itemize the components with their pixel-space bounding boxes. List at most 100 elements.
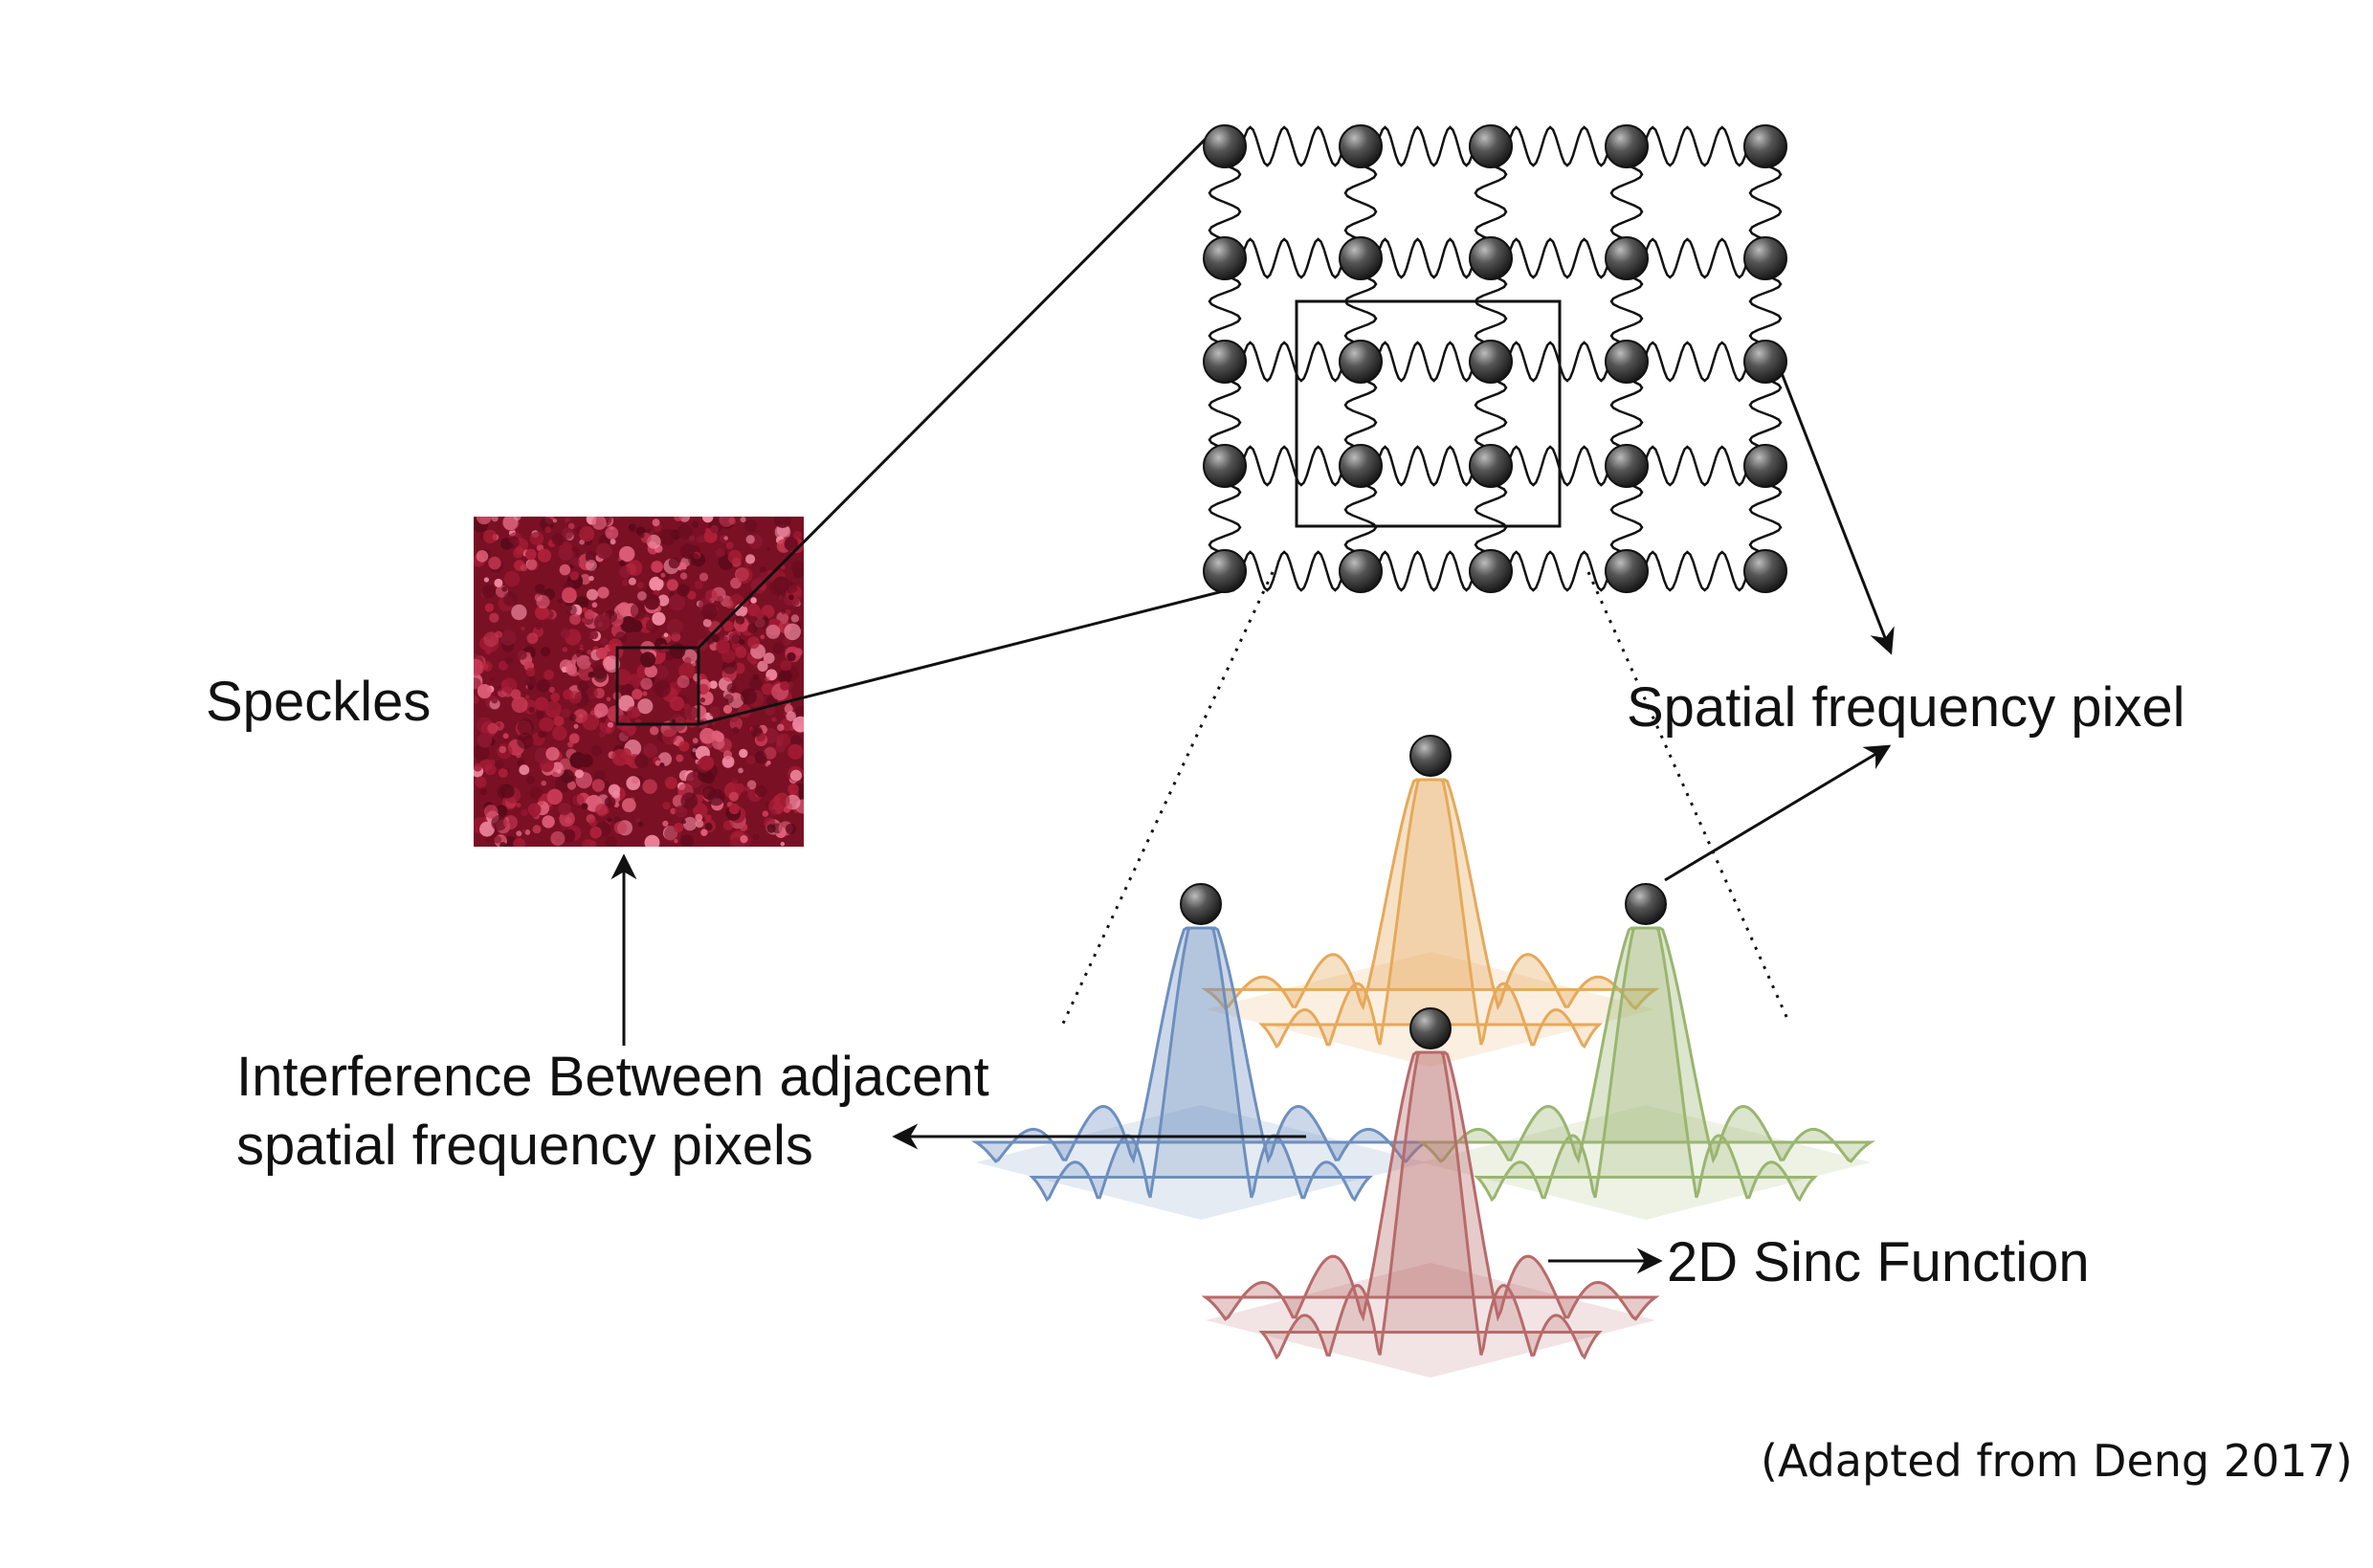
speckle-dot [597, 586, 610, 599]
speckle-dot [517, 718, 534, 736]
speckle-dot [588, 634, 594, 640]
speckle-dot [764, 746, 777, 760]
lattice-node [1339, 444, 1383, 488]
speckle-dot [558, 802, 571, 816]
speckle-dot [608, 638, 623, 652]
speckle-dot [664, 776, 677, 789]
speckle-dot [635, 818, 641, 823]
speckle-dot [595, 647, 608, 659]
speckle-dot [682, 816, 698, 831]
speckle-dot [786, 711, 796, 721]
speckle-dot [757, 694, 763, 699]
speckle-dot [570, 557, 581, 567]
dotted-line-left [1060, 571, 1275, 1027]
speckle-dot [755, 609, 765, 620]
speckle-dot [479, 664, 484, 669]
speckle-dot [788, 594, 794, 601]
speckle-dot [743, 785, 750, 792]
speckle-dot [611, 748, 629, 766]
lattice-node [1203, 444, 1247, 488]
speckle-dot [654, 760, 661, 766]
lattice-node [1469, 340, 1513, 384]
speckle-dot [500, 784, 515, 799]
sinc-function-label: 2D Sinc Function [1667, 1231, 2090, 1293]
speckle-dot [752, 674, 759, 680]
speckle-dot [692, 747, 697, 753]
speckles-label: Speckles [206, 671, 432, 733]
speckle-dot [761, 682, 774, 696]
speckle-dot [776, 740, 783, 747]
speckle-dot [520, 563, 528, 572]
speckle-dot [785, 608, 791, 615]
speckle-dot [476, 517, 492, 525]
speckle-dot [702, 618, 712, 628]
speckle-dot [516, 803, 521, 808]
speckle-dot [535, 606, 549, 620]
speckle-dot [483, 805, 499, 819]
speckle-dot [544, 526, 552, 533]
speckle-dot [729, 837, 743, 847]
speckle-dot [494, 578, 503, 587]
speckle-dot [765, 762, 769, 767]
speckle-dot [521, 626, 525, 631]
speckle-dot [722, 820, 734, 831]
speckle-dot [722, 704, 733, 715]
spring-horizontal [1223, 550, 1363, 592]
speckle-dot [627, 560, 643, 576]
speckle-dot [701, 785, 717, 800]
interference-label-line1: Interference Between adjacent [236, 1046, 989, 1108]
speckle-dot [618, 560, 626, 566]
speckle-dot [501, 586, 507, 592]
speckle-dot [579, 526, 595, 542]
sinc-peak [970, 883, 1431, 1220]
speckle-dot [750, 725, 763, 737]
speckle-dot [560, 769, 575, 784]
lattice-node [1605, 236, 1649, 280]
speckle-dot [722, 750, 733, 760]
speckle-dot [715, 547, 725, 558]
speckle-dot [711, 730, 722, 741]
speckle-dot [662, 802, 671, 810]
spring-horizontal [1489, 237, 1629, 279]
speckle-dot [600, 718, 607, 723]
speckle-dot [544, 700, 562, 718]
speckle-dot [474, 695, 479, 704]
speckle-dot [704, 814, 712, 822]
speckle-dot [678, 662, 696, 680]
sinc-peak-node [1409, 735, 1452, 777]
spring-horizontal [1223, 341, 1363, 383]
lattice-nodes [1203, 124, 1787, 593]
speckle-dot [769, 808, 777, 817]
speckle-dot [566, 663, 577, 675]
speckle-dot [696, 536, 704, 543]
speckle-dot [504, 656, 513, 665]
speckle-dot [691, 520, 699, 528]
speckle-dot [595, 542, 612, 560]
speckle-dot [650, 726, 659, 736]
speckle-dot [777, 723, 785, 732]
speckle-dot [773, 517, 791, 528]
speckle-dot [637, 821, 644, 828]
speckle-dot [684, 706, 699, 720]
speckle-dot [620, 683, 635, 698]
speckle-dot [588, 672, 595, 678]
zoom-line-bottom [698, 588, 1228, 726]
speckle-dot [606, 726, 611, 733]
speckle-dot [498, 768, 508, 778]
speckle-dot [723, 694, 734, 704]
spatial-frequency-pixel-label: Spatial frequency pixel [1627, 676, 2185, 739]
speckle-dot [551, 533, 565, 546]
speckle-dot [755, 784, 767, 798]
speckle-dot [644, 664, 657, 678]
speckle-dot [561, 708, 571, 718]
speckle-dot [569, 571, 580, 581]
speckle-dot [503, 815, 518, 830]
speckle-dot [614, 517, 621, 520]
speckle-dot [771, 717, 777, 722]
speckle-dot [589, 827, 602, 839]
speckle-dot [565, 517, 572, 522]
speckle-dot [513, 837, 526, 847]
speckle-dot [748, 676, 763, 691]
sinc-peak [1415, 883, 1876, 1220]
speckle-dot [607, 721, 614, 728]
